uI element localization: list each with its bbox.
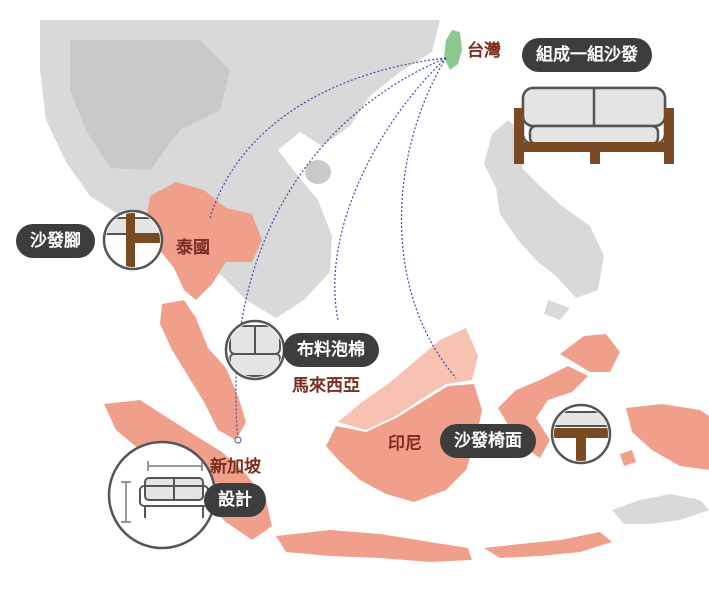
lesser-sunda bbox=[484, 532, 612, 558]
philippines-islet bbox=[544, 300, 570, 320]
callout-design: 設計 bbox=[204, 483, 266, 517]
sofa-seat-frame-icon bbox=[550, 403, 612, 465]
callout-sofa-set: 組成一組沙發 bbox=[522, 38, 652, 72]
label-taiwan: 台灣 bbox=[467, 41, 501, 61]
route-to-indonesia bbox=[400, 57, 457, 379]
sofa-dimension-icon bbox=[107, 440, 217, 550]
east-islands bbox=[560, 334, 620, 372]
philippines bbox=[484, 120, 604, 298]
route-to-thailand bbox=[209, 57, 447, 219]
islet bbox=[620, 450, 636, 466]
taiwan-island bbox=[444, 30, 462, 70]
hainan-island bbox=[305, 160, 331, 184]
label-indonesia: 印尼 bbox=[388, 434, 422, 454]
sofa-icon bbox=[514, 86, 674, 164]
callout-fabric-foam: 布料泡棉 bbox=[283, 333, 379, 367]
new-guinea-grey bbox=[612, 494, 709, 524]
singapore-dot bbox=[234, 436, 242, 444]
callout-sofa-legs: 沙發腳 bbox=[16, 224, 95, 258]
borneo-indonesia bbox=[326, 384, 482, 502]
label-singapore: 新加坡 bbox=[210, 457, 261, 477]
thailand-region bbox=[146, 182, 262, 300]
mainland-asia-shade bbox=[70, 40, 230, 170]
route-to-malaysia bbox=[334, 57, 447, 321]
sofa-leg-icon bbox=[102, 209, 164, 271]
borneo-malaysia bbox=[338, 328, 478, 430]
label-thailand: 泰國 bbox=[176, 238, 210, 258]
new-guinea bbox=[626, 404, 709, 470]
label-malaysia: 馬來西亞 bbox=[292, 376, 360, 396]
callout-sofa-frame: 沙發椅面 bbox=[440, 424, 536, 458]
java bbox=[276, 530, 472, 562]
cushion-icon bbox=[224, 319, 286, 381]
malay-peninsula bbox=[160, 300, 246, 440]
